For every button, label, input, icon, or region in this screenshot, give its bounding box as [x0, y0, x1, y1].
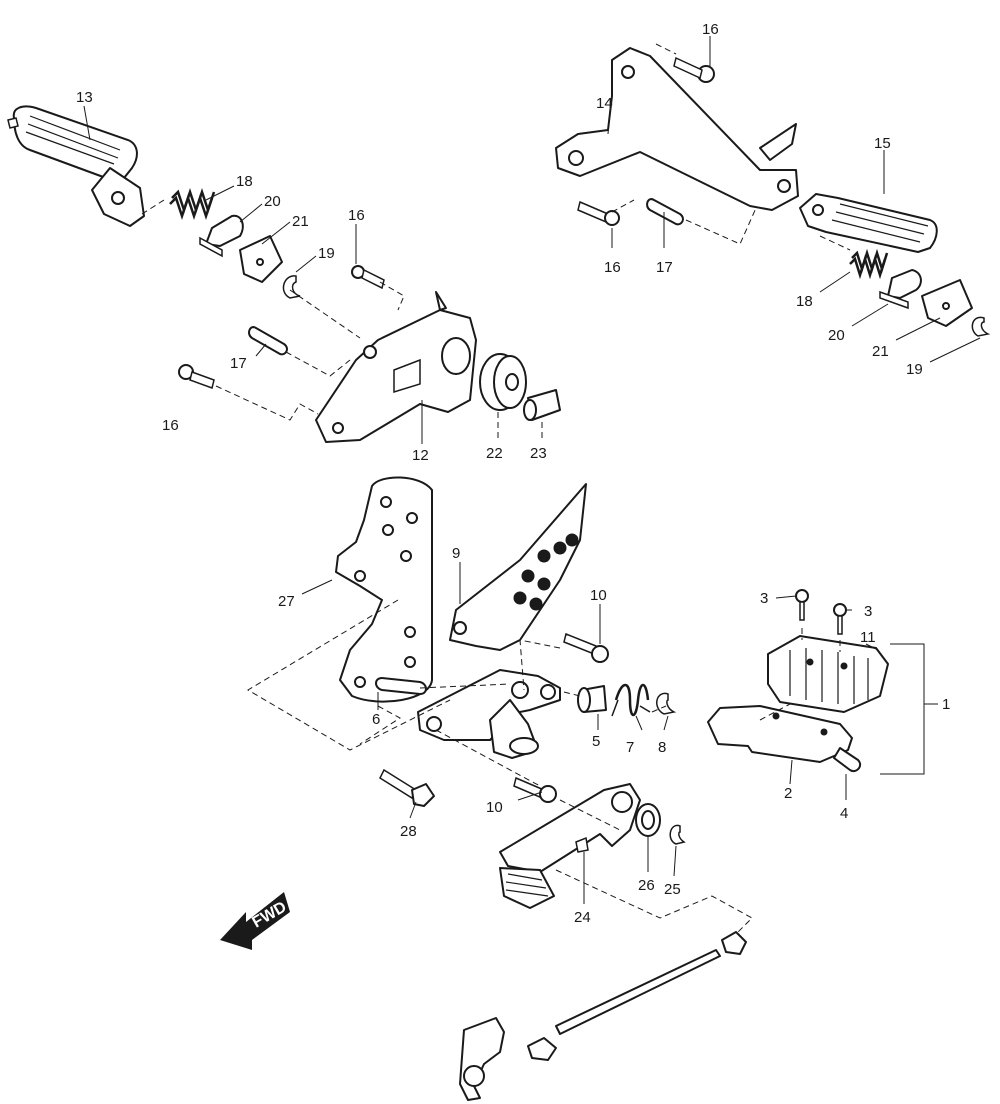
callout-4: 4: [840, 805, 848, 822]
callout-9: 9: [452, 545, 460, 562]
callout-22: 22: [486, 445, 503, 462]
callout-13: 13: [76, 89, 93, 106]
heel-guard-9: [449, 483, 587, 651]
footpeg-rubber-11: [767, 635, 889, 713]
callout-11: 11: [860, 629, 876, 646]
callout-28: 28: [400, 823, 417, 840]
callout-25: 25: [664, 881, 681, 898]
pin-17-left: [248, 326, 288, 356]
callout-20-left: 20: [264, 193, 281, 210]
callout-16-top: 16: [702, 21, 719, 38]
callout-10-lower: 10: [486, 799, 503, 816]
pin-6: [375, 677, 427, 695]
group-bracket-1: [880, 643, 925, 775]
callout-18-left: 18: [236, 173, 253, 190]
callout-5: 5: [592, 733, 600, 750]
bracket-14: [555, 47, 799, 211]
footpeg-base-2: [707, 705, 853, 763]
callout-7: 7: [626, 739, 634, 756]
callout-14: 14: [596, 95, 613, 112]
bracket-27: [335, 476, 433, 703]
plunger-20-left: [199, 214, 244, 258]
spring-18-right: [849, 248, 889, 280]
bolt-28: [379, 768, 435, 807]
callout-27: 27: [278, 593, 295, 610]
bolt-10-lower: [513, 776, 557, 803]
pin-17-right: [646, 198, 684, 226]
callout-26: 26: [638, 877, 655, 894]
callout-16-upper: 16: [348, 207, 365, 224]
callout-17-left: 17: [230, 355, 247, 372]
bolt-16-upper: [351, 265, 385, 290]
screw-3-right: [833, 603, 847, 635]
callout-16-right-lower: 16: [604, 259, 621, 276]
plunger-20-right: [879, 269, 922, 310]
plate-21-right: [921, 279, 973, 327]
callout-18-right: 18: [796, 293, 813, 310]
callout-23: 23: [530, 445, 547, 462]
clip-19-left: [282, 275, 301, 299]
callout-24: 24: [574, 909, 591, 926]
callout-3-right: 3: [864, 603, 872, 620]
bracket-12: [315, 291, 477, 443]
shift-lever-24: [499, 783, 641, 909]
fwd-arrow: FWD: [220, 892, 290, 950]
clip-19-right: [971, 316, 991, 337]
washer-26: [635, 803, 661, 837]
callout-12: 12: [412, 447, 429, 464]
rearset-lever-body: [417, 669, 561, 759]
footpeg-15: [799, 193, 938, 253]
callout-6: 6: [372, 711, 380, 728]
bolt-10-upper: [563, 632, 609, 663]
callout-15: 15: [874, 135, 891, 152]
callout-21-right: 21: [872, 343, 889, 360]
screw-3-left: [795, 589, 809, 621]
grommet-22: [479, 353, 527, 411]
bolt-16-top: [673, 56, 715, 83]
callout-17-right: 17: [656, 259, 673, 276]
clip-25: [669, 824, 686, 845]
callout-3-left: 3: [760, 590, 768, 607]
footpeg-13: [7, 105, 145, 227]
spring-7: [611, 683, 651, 717]
bolt-16-lower: [178, 364, 215, 389]
callout-19-right: 19: [906, 361, 923, 378]
clip-8: [656, 692, 677, 715]
collar-5: [577, 685, 607, 713]
callout-16-lower: 16: [162, 417, 179, 434]
shift-rod: [459, 931, 747, 1101]
callout-10-upper: 10: [590, 587, 607, 604]
collar-23: [523, 389, 561, 421]
spring-18-left: [169, 188, 216, 220]
bolt-16-right-lower: [577, 200, 620, 226]
callout-19-left: 19: [318, 245, 335, 262]
callout-8: 8: [658, 739, 666, 756]
callout-20-right: 20: [828, 327, 845, 344]
callout-2: 2: [784, 785, 792, 802]
callout-1: 1: [942, 696, 950, 713]
pin-4: [833, 747, 862, 772]
callout-21-left: 21: [292, 213, 309, 230]
plate-21-left: [239, 235, 283, 283]
